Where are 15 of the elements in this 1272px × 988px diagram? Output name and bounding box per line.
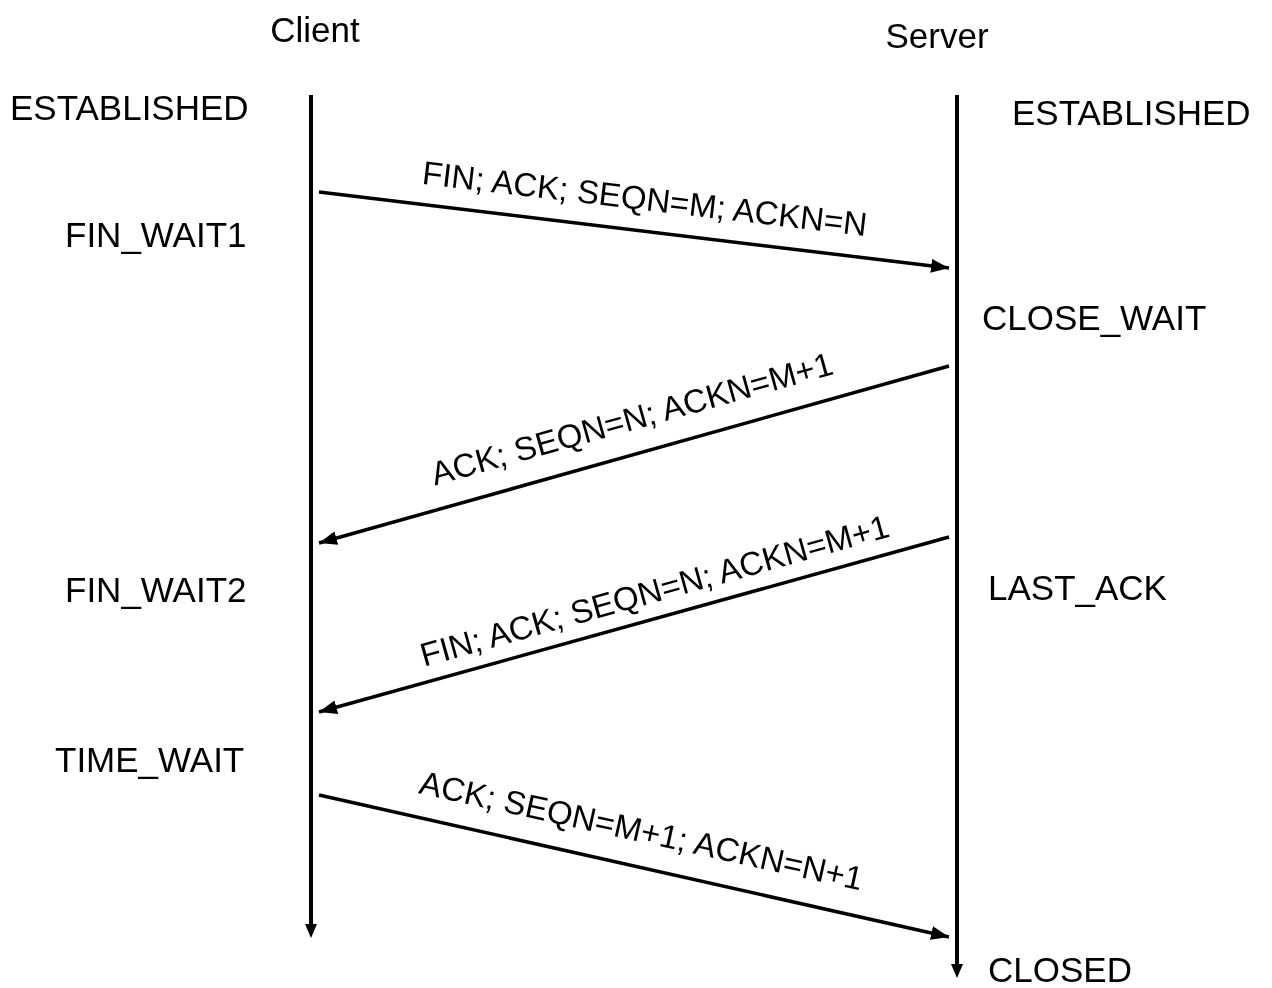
- state-label: CLOSED: [988, 952, 1132, 987]
- state-label: FIN_WAIT1: [65, 217, 247, 252]
- lifeline-title: Server: [885, 18, 989, 53]
- message-arrow: [318, 793, 950, 940]
- edge-label: FIN; ACK; SEQN=M; ACKN=N: [420, 155, 870, 241]
- message-arrow: [318, 535, 950, 714]
- state-label: FIN_WAIT2: [65, 572, 247, 607]
- message-arrow: [318, 364, 950, 545]
- state-label: ESTABLISHED: [10, 90, 249, 125]
- lifeline-title: Client: [270, 12, 360, 47]
- state-label: CLOSE_WAIT: [982, 300, 1207, 335]
- state-label: ESTABLISHED: [1012, 95, 1251, 130]
- state-label: LAST_ACK: [988, 570, 1167, 605]
- message-arrow: [318, 190, 950, 273]
- state-label: TIME_WAIT: [55, 742, 245, 777]
